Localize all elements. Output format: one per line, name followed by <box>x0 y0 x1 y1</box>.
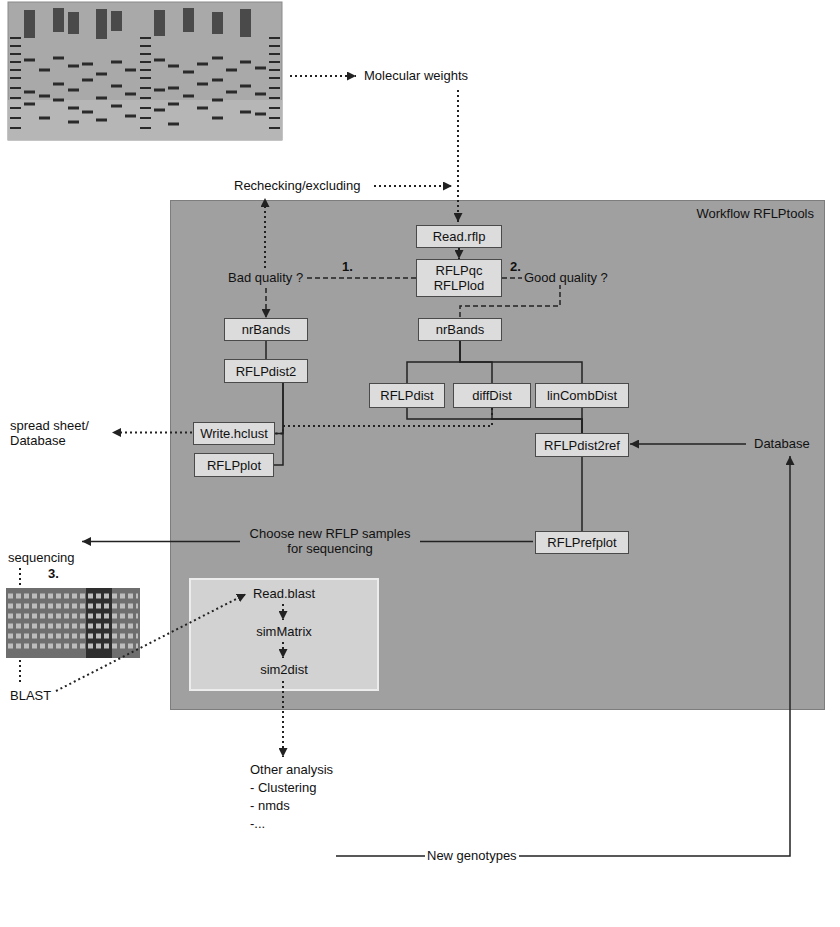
free-label: BLAST <box>8 688 53 703</box>
node-label: RFLPqc RFLPlod <box>423 263 495 293</box>
node-label: Write.hclust <box>200 426 268 441</box>
free-label: -... <box>248 816 267 831</box>
label-slot: Choose new RFLP samples for sequencing <box>240 526 420 556</box>
function-box: RFLPdist <box>369 383 445 408</box>
function-box: Write.hclust <box>193 422 275 445</box>
function-box: RFLPdist2ref <box>535 433 629 457</box>
label-slot: sequencing <box>6 550 77 565</box>
free-label: - Clustering <box>248 780 318 795</box>
free-label: Molecular weights <box>362 68 470 83</box>
node-label: RFLPdist <box>380 388 433 403</box>
label-slot: 1. <box>340 259 355 274</box>
node-label: diffDist <box>472 388 512 403</box>
connector <box>275 408 492 434</box>
label-slot: Bad quality ? <box>226 270 305 285</box>
connector <box>265 341 267 359</box>
label-slot: Other analysis <box>248 762 335 777</box>
connector <box>407 341 460 383</box>
callout-number: 2. <box>508 259 523 274</box>
label-slot: Database <box>752 436 812 451</box>
node-label: RFLPrefplot <box>547 535 616 550</box>
label-slot: BLAST <box>8 688 53 703</box>
node-label: Workflow RFLPtools <box>696 206 814 221</box>
callout-number: 1. <box>340 259 355 274</box>
connector <box>458 248 460 259</box>
free-label: New genotypes <box>425 848 519 863</box>
function-box: nrBands <box>418 318 502 341</box>
function-box: RFLPplot <box>194 453 274 477</box>
connector <box>492 408 582 433</box>
function-box: RFLPdist2 <box>224 359 308 383</box>
connector <box>460 278 560 318</box>
label-slot: Rechecking/excluding <box>232 178 362 193</box>
connector <box>274 383 283 465</box>
connector <box>460 341 492 383</box>
function-box: RFLPqc RFLPlod <box>416 259 502 297</box>
connector <box>275 383 283 434</box>
label-slot: 2. <box>508 259 523 274</box>
sequence-photo <box>6 588 140 658</box>
free-label: - nmds <box>248 798 292 813</box>
label-slot: 3. <box>46 566 61 581</box>
node-label: Read.rflp <box>433 229 486 244</box>
free-label: Choose new RFLP samples for sequencing <box>240 526 420 556</box>
free-label: sequencing <box>6 550 77 565</box>
free-label: spread sheet/ Database <box>8 418 106 448</box>
free-label: Other analysis <box>248 762 335 777</box>
node-label: RFLPdist2ref <box>544 438 620 453</box>
connector <box>407 408 582 433</box>
node-label: nrBands <box>242 322 290 337</box>
node-label: linCombDist <box>547 388 617 403</box>
function-box: linCombDist <box>535 383 629 408</box>
free-label: 3. <box>46 566 61 581</box>
label-slot: - nmds <box>248 798 292 813</box>
node-label: sim2dist <box>260 662 308 678</box>
node-label: RFLPdist2 <box>236 364 297 379</box>
free-label: Database <box>752 436 812 451</box>
label-slot: New genotypes <box>425 848 519 863</box>
leader-arrows <box>20 76 790 856</box>
free-label: Good quality ? <box>522 270 610 285</box>
gel-photo <box>8 2 282 140</box>
function-box: nrBands <box>224 318 308 341</box>
label-slot: Molecular weights <box>362 68 470 83</box>
function-box: Read.rflp <box>416 225 502 248</box>
connector <box>266 278 416 318</box>
blast-group: Read.blast simMatrix sim2dist <box>189 578 379 691</box>
connector <box>581 457 583 531</box>
function-box: RFLPrefplot <box>535 531 629 554</box>
label-slot: spread sheet/ Database <box>8 418 106 448</box>
node-label: Read.blast <box>253 586 315 602</box>
free-label: Rechecking/excluding <box>232 178 362 193</box>
node-label: RFLPplot <box>207 458 261 473</box>
label-slot: - Clustering <box>248 780 318 795</box>
function-box: diffDist <box>453 383 531 408</box>
node-label: nrBands <box>436 322 484 337</box>
connector <box>581 408 583 433</box>
label-slot: Good quality ? <box>522 270 610 285</box>
free-label: Bad quality ? <box>226 270 305 285</box>
label-slot: -... <box>248 816 267 831</box>
node-label: simMatrix <box>256 624 312 640</box>
connector <box>460 341 582 383</box>
